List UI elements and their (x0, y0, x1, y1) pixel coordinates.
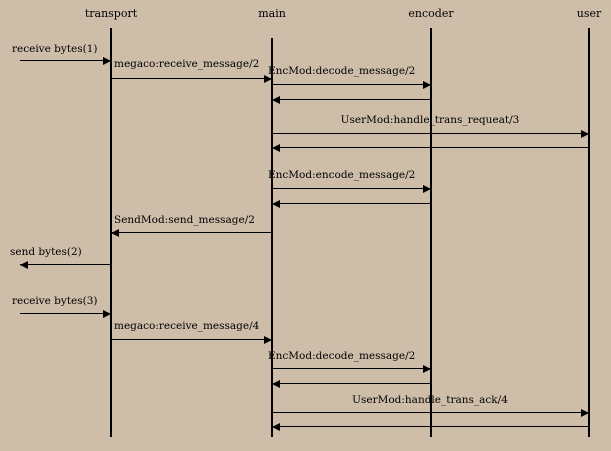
message-label-10: receive bytes(3) (12, 295, 98, 307)
arrowhead-right-11 (264, 336, 272, 344)
lifeline-user (588, 28, 590, 437)
message-label-8: SendMod:send_message/2 (114, 214, 255, 226)
actor-label-transport: transport (84, 7, 138, 20)
message-label-1: megaco:receive_message/2 (114, 58, 260, 70)
message-label-6: EncMod:encode_message/2 (268, 169, 416, 181)
arrowhead-left-13 (272, 380, 280, 388)
message-label-12: EncMod:decode_message/2 (268, 350, 416, 362)
message-line-13 (272, 383, 431, 384)
message-line-10 (20, 313, 111, 314)
message-line-3 (272, 99, 431, 100)
message-line-15 (272, 426, 589, 427)
message-line-9 (20, 264, 111, 265)
message-line-2 (272, 84, 431, 85)
message-line-4 (272, 133, 589, 134)
arrowhead-right-14 (581, 409, 589, 417)
lifeline-main (271, 38, 273, 437)
message-line-5 (272, 147, 589, 148)
arrowhead-right-10 (103, 310, 111, 318)
message-line-7 (272, 203, 431, 204)
message-label-9: send bytes(2) (10, 246, 82, 258)
arrowhead-left-7 (272, 200, 280, 208)
arrowhead-right-4 (581, 130, 589, 138)
actor-label-encoder: encoder (408, 7, 454, 20)
actor-label-main: main (258, 7, 286, 20)
message-line-11 (111, 339, 272, 340)
message-label-11: megaco:receive_message/4 (114, 320, 260, 332)
arrowhead-right-12 (423, 365, 431, 373)
message-line-1 (111, 78, 272, 79)
arrowhead-right-2 (423, 81, 431, 89)
actor-label-user: user (576, 7, 602, 20)
arrowhead-right-0 (103, 57, 111, 65)
arrowhead-left-3 (272, 96, 280, 104)
arrowhead-left-8 (111, 229, 119, 237)
arrowhead-left-5 (272, 144, 280, 152)
message-label-2: EncMod:decode_message/2 (268, 65, 416, 77)
arrowhead-right-1 (264, 75, 272, 83)
message-line-12 (272, 368, 431, 369)
message-line-14 (272, 412, 589, 413)
arrowhead-right-6 (423, 185, 431, 193)
message-label-0: receive bytes(1) (12, 43, 98, 55)
message-line-0 (20, 60, 111, 61)
lifeline-encoder (430, 28, 432, 437)
arrowhead-left-15 (272, 423, 280, 431)
arrowhead-left-9 (20, 261, 28, 269)
message-line-8 (111, 232, 272, 233)
message-label-4: UserMod:handle_trans_requeat/3 (340, 114, 520, 126)
message-label-14: UserMod:handle_trans_ack/4 (352, 394, 508, 406)
message-line-6 (272, 188, 431, 189)
